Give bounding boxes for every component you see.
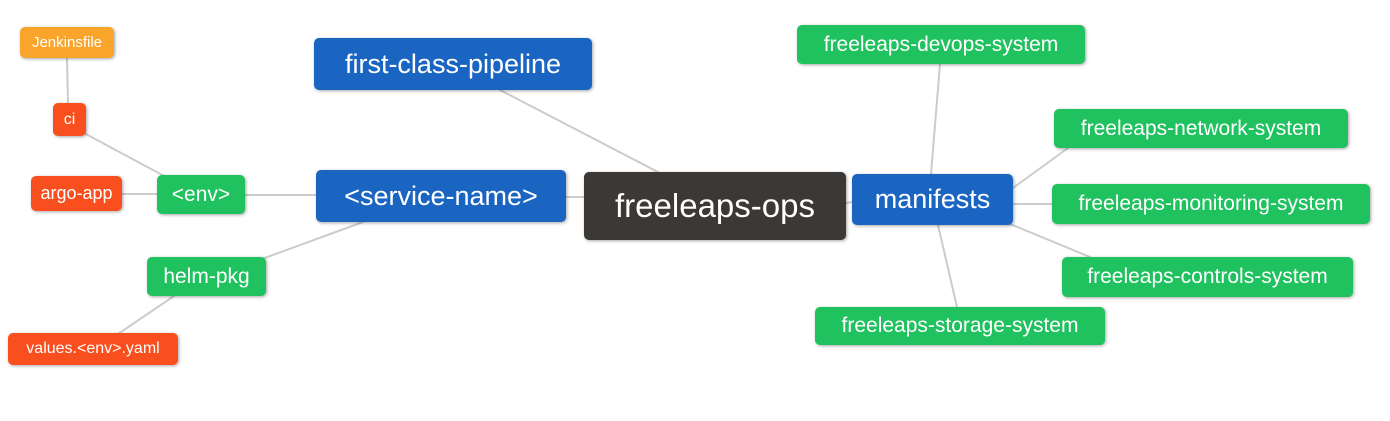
node-argo-app[interactable]: argo-app (31, 176, 122, 211)
node-label: freeleaps-network-system (1080, 116, 1322, 140)
node-devops-system[interactable]: freeleaps-devops-system (797, 25, 1085, 64)
edge-service-name-to-helm-pkg (261, 221, 364, 260)
node-ci[interactable]: ci (53, 103, 86, 136)
node-label: ci (63, 110, 76, 128)
node-network-system[interactable]: freeleaps-network-system (1054, 109, 1348, 148)
node-label: values.<env>.yaml (26, 340, 160, 357)
edge-manifests-to-storage-system (937, 224, 958, 308)
edge-first-class-pipeline-to-freeleaps-ops (499, 89, 659, 173)
node-freeleaps-ops[interactable]: freeleaps-ops (584, 172, 846, 240)
node-label: argo-app (40, 183, 113, 203)
node-label: first-class-pipeline (344, 48, 562, 79)
node-label: <service-name> (344, 180, 538, 211)
edge-devops-system-to-manifests (930, 63, 941, 175)
node-label: freeleaps-controls-system (1087, 265, 1328, 288)
node-controls-system[interactable]: freeleaps-controls-system (1062, 257, 1353, 297)
node-service-name[interactable]: <service-name> (316, 170, 566, 222)
node-label: freeleaps-ops (615, 187, 815, 224)
edge-jenkinsfile-to-ci (66, 57, 69, 104)
node-label: <env> (171, 182, 231, 206)
node-first-class-pipeline[interactable]: first-class-pipeline (314, 38, 592, 90)
edge-ci-to-env (83, 132, 167, 178)
node-label: helm-pkg (163, 264, 250, 288)
node-monitoring-system[interactable]: freeleaps-monitoring-system (1052, 184, 1370, 224)
node-helm-pkg[interactable]: helm-pkg (147, 257, 266, 296)
node-label: freeleaps-monitoring-system (1078, 192, 1344, 215)
node-values-env-yaml[interactable]: values.<env>.yaml (8, 333, 178, 365)
node-manifests[interactable]: manifests (852, 174, 1013, 225)
node-label: freeleaps-storage-system (841, 314, 1079, 337)
node-label: manifests (874, 184, 991, 214)
edge-manifests-to-controls-system (1009, 223, 1091, 258)
node-env[interactable]: <env> (157, 175, 245, 214)
node-label: Jenkinsfile (31, 34, 103, 51)
node-label: freeleaps-devops-system (823, 32, 1059, 56)
edge-helm-pkg-to-values-env-yaml (117, 295, 175, 335)
node-storage-system[interactable]: freeleaps-storage-system (815, 307, 1105, 345)
node-jenkinsfile[interactable]: Jenkinsfile (20, 27, 114, 58)
edge-manifests-to-network-system (1012, 147, 1069, 189)
